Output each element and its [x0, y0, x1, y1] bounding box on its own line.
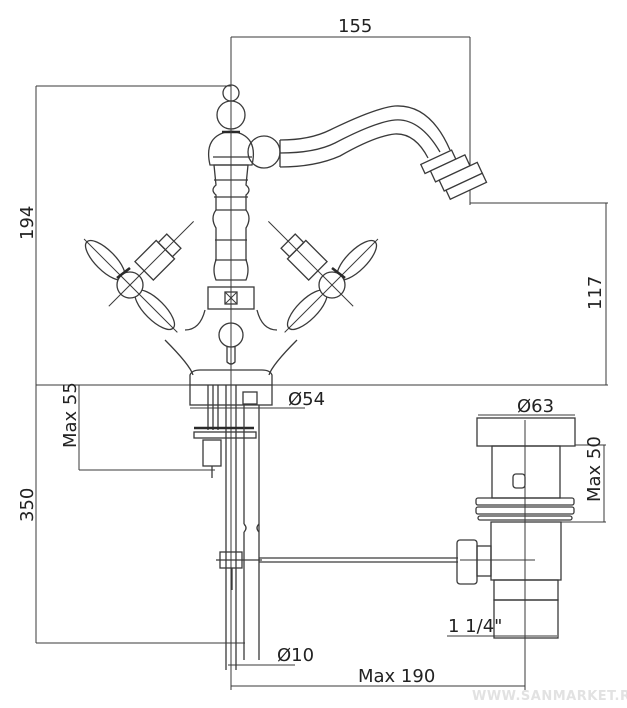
spout — [247, 105, 488, 201]
dimension-lines — [35, 36, 608, 690]
faucet-body — [164, 80, 298, 670]
mounting-assembly — [193, 385, 458, 670]
dimension-labels: 155 194 117 Ø54 Max 55 350 Ø63 Max 50 1 … — [17, 16, 627, 704]
watermark: WWW.SANMARKET.RU — [472, 689, 627, 704]
pop-up-waste — [456, 417, 576, 690]
dim-waste-max-thickness: Max 50 — [584, 436, 605, 502]
dim-rod-max-length: Max 190 — [358, 666, 435, 687]
dim-max-deck-thickness: Max 55 — [60, 382, 81, 448]
dim-waste-diameter: Ø63 — [517, 396, 554, 417]
dim-base-diameter: Ø54 — [288, 389, 325, 410]
dim-supply-diameter: Ø10 — [277, 645, 314, 666]
dim-tap-height: 194 — [17, 206, 38, 240]
right-handle — [268, 221, 379, 333]
dim-supply-length: 350 — [17, 488, 38, 522]
dim-spout-reach: 155 — [338, 16, 372, 37]
dim-spout-height: 117 — [585, 276, 606, 310]
left-handle — [83, 221, 194, 333]
dim-waste-thread: 1 1/4" — [448, 616, 502, 637]
